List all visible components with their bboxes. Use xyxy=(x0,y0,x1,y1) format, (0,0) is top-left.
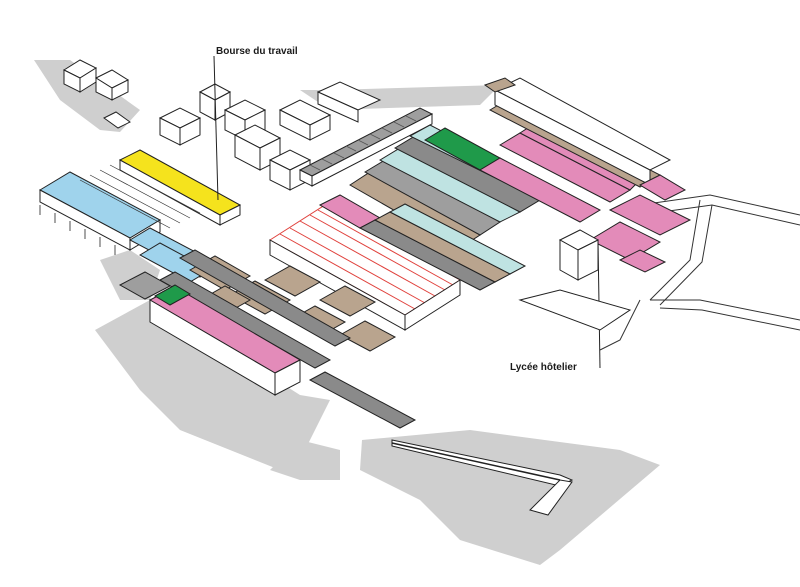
bourse-leader-line xyxy=(213,55,219,201)
buildings-top-left xyxy=(62,59,131,129)
label-bourse-du-travail: Bourse du travail xyxy=(216,46,298,57)
east-block xyxy=(423,77,672,223)
pier xyxy=(391,439,574,516)
south-hall xyxy=(118,271,302,396)
label-lycee-hotelier: Lycée hôtelier xyxy=(510,362,577,373)
buildings-center-east xyxy=(518,229,632,331)
roads xyxy=(599,194,800,351)
courtyard-bars xyxy=(158,249,417,429)
buildings-center-north xyxy=(158,81,382,191)
bourse-du-travail-building xyxy=(118,149,242,226)
lycee-hotelier-building xyxy=(588,174,692,273)
long-shed xyxy=(298,107,434,187)
